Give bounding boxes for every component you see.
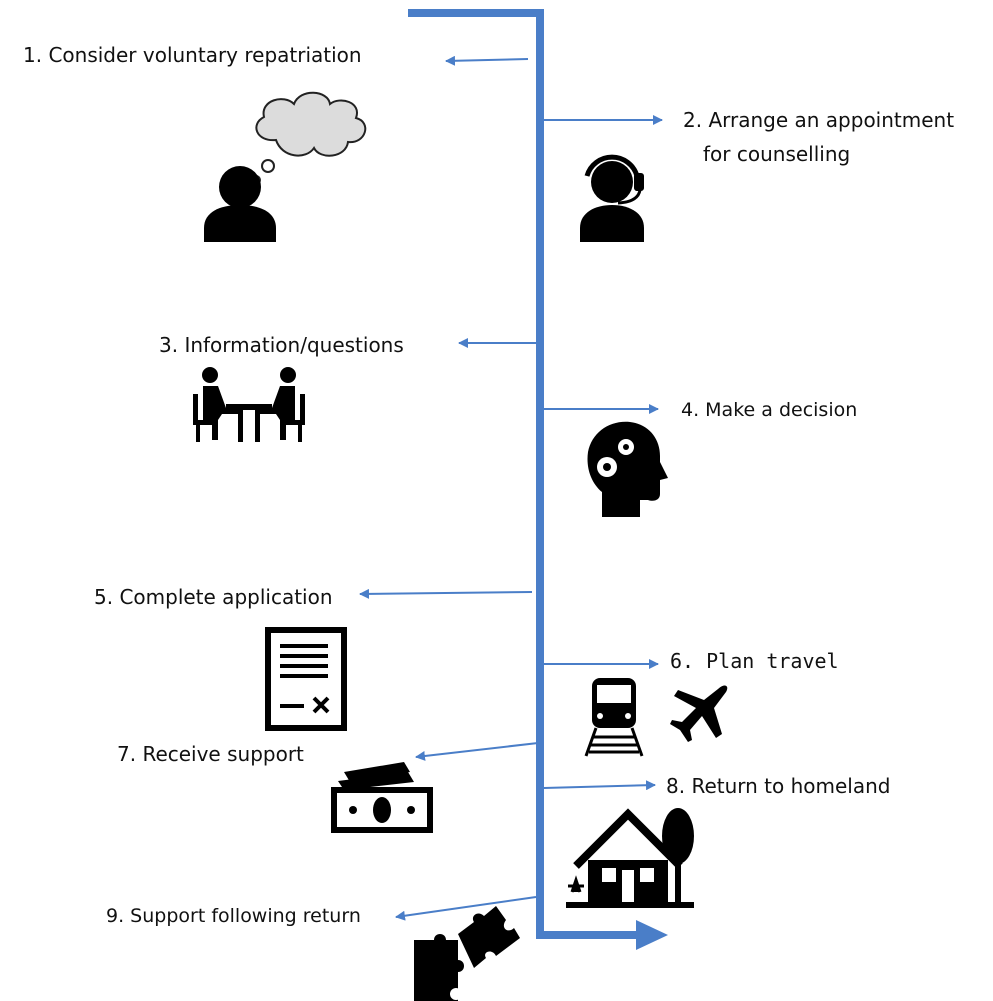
step-8-label: 8. Return to homeland (666, 774, 891, 798)
main-timeline-line (408, 9, 640, 939)
arrow-step-5 (359, 588, 533, 599)
step-7-label: 7. Receive support (117, 742, 304, 766)
step-5-label: 5. Complete application (94, 585, 333, 609)
thinking-person-icon (204, 91, 367, 242)
house-icon (566, 808, 694, 908)
arrow-step-8 (543, 780, 656, 791)
step-2-label: 2. Arrange an appointment (683, 108, 955, 132)
money-cash-icon (331, 762, 433, 833)
headset-agent-icon (580, 154, 644, 242)
step-9-label: 9. Support following return (106, 905, 361, 927)
document-form-icon (265, 627, 347, 731)
step-1-label: 1. Consider voluntary repatriation (23, 43, 362, 67)
step-3-label: 3. Information/questions (159, 333, 404, 357)
train-and-airplane-icon (584, 678, 728, 757)
main-timeline-arrowhead (636, 920, 668, 950)
meeting-table-icon (193, 367, 305, 442)
arrow-step-7 (415, 742, 539, 761)
step-4-label: 4. Make a decision (681, 399, 858, 421)
head-gears-icon (587, 421, 668, 517)
step-2-label-line2: for counselling (703, 142, 851, 166)
arrow-step-9 (395, 896, 537, 921)
step-6-label: 6. Plan travel (670, 649, 839, 673)
arrow-step-1 (445, 55, 529, 66)
puzzle-pieces-icon (414, 906, 520, 1001)
